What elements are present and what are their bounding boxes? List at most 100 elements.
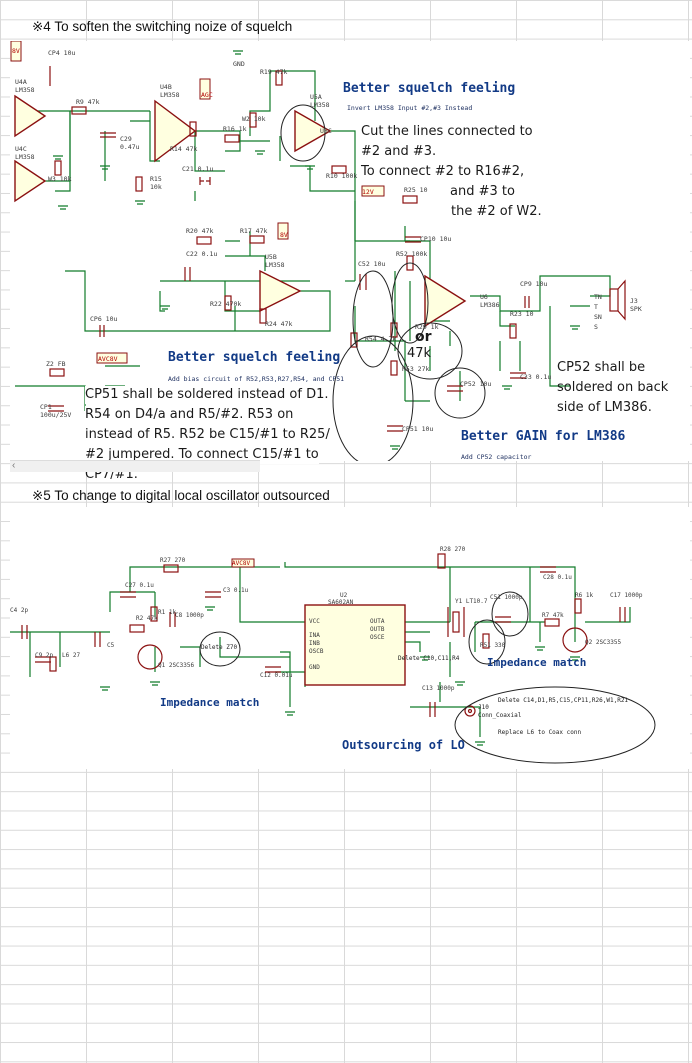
svg-text:Y1 LT10.7: Y1 LT10.7 <box>455 598 488 605</box>
replace-l6-note: Replace L6 to Coax conn <box>498 729 582 736</box>
squelch-bottom-subtitle: Add bias circuit of R52,R53,R27,R54, and… <box>168 375 345 383</box>
section5-caption: ※5 To change to digital local oscillator… <box>32 488 330 503</box>
svg-text:R14 47k: R14 47k <box>170 145 197 153</box>
svg-text:C33 0.1u: C33 0.1u <box>520 373 551 381</box>
svg-text:LM358: LM358 <box>160 91 180 99</box>
svg-text:W2 10k: W2 10k <box>242 115 266 123</box>
delete-list-note: Delete C14,D1,R5,C15,CP11,R26,W1,R21 <box>498 697 629 704</box>
svg-text:LM358: LM358 <box>265 261 285 269</box>
coax-connector-label: Conn_Coaxial <box>478 712 522 719</box>
svg-text:R22 470k: R22 470k <box>210 300 241 308</box>
svg-text:CP6 10u: CP6 10u <box>90 315 117 323</box>
svg-text:LM358: LM358 <box>310 101 330 109</box>
impedance-left-title: Impedance match <box>160 696 260 709</box>
svg-text:R25 10: R25 10 <box>404 186 428 194</box>
svg-text:CP10 10u: CP10 10u <box>420 235 451 243</box>
svg-text:AVC8V: AVC8V <box>232 560 250 567</box>
panel-horizontal-scrollbar[interactable]: ‹ <box>10 460 260 472</box>
svg-text:U4A: U4A <box>15 78 27 86</box>
svg-text:CP9 10u: CP9 10u <box>520 280 547 288</box>
svg-text:W3 10k: W3 10k <box>48 175 72 183</box>
svg-text:INA: INA <box>309 632 320 639</box>
svg-text:R23 10: R23 10 <box>510 310 534 318</box>
section4-caption: ※4 To soften the switching noize of sque… <box>32 19 293 34</box>
svg-text:T: T <box>594 303 598 311</box>
svg-text:12V: 12V <box>362 188 374 196</box>
svg-text:R28 270: R28 270 <box>440 546 466 553</box>
svg-text:SN: SN <box>594 313 602 321</box>
svg-text:OUTA: OUTA <box>370 618 385 625</box>
svg-text:R19 47k: R19 47k <box>260 68 287 76</box>
svg-text:R16 1k: R16 1k <box>223 125 247 133</box>
svg-text:R9 47k: R9 47k <box>76 98 100 106</box>
cp52-note-3: side of LM386. <box>557 400 652 415</box>
gain-subtitle: Add CP52 capacitor <box>461 453 532 461</box>
svg-text:R17 47k: R17 47k <box>240 227 267 235</box>
svg-text:R53 27k: R53 27k <box>402 365 429 373</box>
cut-lines-note-4: and #3 to <box>450 184 515 199</box>
svg-text:C12 0.01u: C12 0.01u <box>260 672 293 679</box>
cp52-note-2: soldered on back <box>557 380 669 395</box>
svg-text:C8 1000p: C8 1000p <box>175 612 204 619</box>
svg-text:OSCB: OSCB <box>309 648 324 655</box>
svg-text:R52 100k: R52 100k <box>396 250 427 258</box>
alt-value-label: 47k <box>407 346 432 361</box>
scroll-left-icon[interactable]: ‹ <box>12 460 16 471</box>
svg-text:C4 2p: C4 2p <box>10 607 28 614</box>
svg-text:8V: 8V <box>12 47 20 55</box>
outsourcing-title: Outsourcing of LO <box>342 738 465 752</box>
svg-text:AVC8V: AVC8V <box>98 355 118 363</box>
svg-text:U4B: U4B <box>160 83 172 91</box>
svg-text:U6: U6 <box>480 293 488 301</box>
delete-z70-note: Delete Z70 <box>201 644 238 651</box>
cp51-note-3: instead of R5. R52 be C15/#1 to R25/ <box>85 426 330 444</box>
svg-text:OSCE: OSCE <box>370 634 385 641</box>
svg-text:R24 47k: R24 47k <box>265 320 292 328</box>
svg-text:U5A: U5A <box>310 93 322 101</box>
svg-text:R7 47k: R7 47k <box>542 612 564 619</box>
svg-text:8V: 8V <box>280 231 288 239</box>
svg-text:10k: 10k <box>150 183 162 191</box>
svg-text:C29: C29 <box>120 135 132 143</box>
cp51-note-2: R54 on D4/a and R5/#2. R53 on <box>85 406 294 424</box>
svg-text:L6 27: L6 27 <box>62 652 80 659</box>
svg-text:C51 1000p: C51 1000p <box>490 594 523 601</box>
svg-text:R2 47k: R2 47k <box>136 615 158 622</box>
cp52-note-1: CP52 shall be <box>557 360 646 375</box>
svg-text:C28 0.1u: C28 0.1u <box>543 574 572 581</box>
svg-text:C22 0.1u: C22 0.1u <box>186 250 217 258</box>
svg-text:LM358: LM358 <box>15 86 35 94</box>
svg-text:R29 1k: R29 1k <box>415 323 439 331</box>
svg-text:C52 10u: C52 10u <box>358 260 385 268</box>
svg-text:R54 4.7k: R54 4.7k <box>365 335 396 343</box>
svg-text:AGC: AGC <box>201 91 213 99</box>
svg-text:LM358: LM358 <box>15 153 35 161</box>
svg-text:J3: J3 <box>630 297 638 305</box>
svg-text:VCC: VCC <box>309 618 320 625</box>
svg-text:C17 1000p: C17 1000p <box>610 592 643 599</box>
j10-label: J10 <box>478 704 489 711</box>
cp51-note-4: #2 jumpered. To connect C15/#1 to <box>85 446 319 464</box>
svg-text:C9 2p: C9 2p <box>35 652 53 659</box>
svg-text:SA602AN: SA602AN <box>328 599 354 606</box>
svg-text:R1 1k: R1 1k <box>158 609 176 616</box>
svg-text:C3 0.1u: C3 0.1u <box>223 587 249 594</box>
svg-text:R51 330: R51 330 <box>480 642 506 649</box>
svg-text:U5B: U5B <box>265 253 277 261</box>
svg-text:INB: INB <box>309 640 320 647</box>
svg-text:CP51 10u: CP51 10u <box>402 425 433 433</box>
svg-text:C21 0.1u: C21 0.1u <box>182 165 213 173</box>
svg-text:R20 47k: R20 47k <box>186 227 213 235</box>
svg-text:C27 0.1u: C27 0.1u <box>125 582 154 589</box>
svg-text:Q1 2SC3356: Q1 2SC3356 <box>158 662 195 669</box>
cut-lines-note-5: the #2 of W2. <box>451 204 542 219</box>
svg-text:Z2 FB: Z2 FB <box>46 360 66 368</box>
cut-lines-note-2: #2 and #3. <box>361 144 437 159</box>
svg-text:SPK: SPK <box>630 305 642 313</box>
squelch-bottom-title: Better squelch feeling <box>168 350 341 365</box>
svg-text:R27 270: R27 270 <box>160 557 186 564</box>
svg-text:U5C: U5C <box>320 127 332 135</box>
